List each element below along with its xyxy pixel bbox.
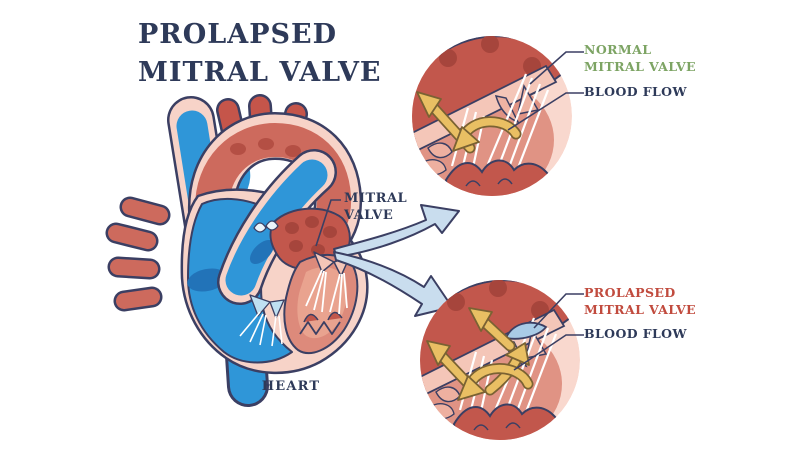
flow-arrowhead [426,340,451,366]
heart-illustration [105,94,369,407]
prolapsed-flow-arrows [426,307,534,401]
prolapsed-valve-label: PROLAPSED MITRAL VALVE [584,285,696,317]
leader-blood-flow-bottom [513,334,584,371]
flow-arrowhead [505,342,530,366]
page-title: PROLAPSED MITRAL VALVE [138,16,382,92]
flow-arrowhead [468,307,493,332]
valve-annulus-sheet [412,64,558,156]
prolapsed-valve-inset [410,279,580,446]
papillary-muscles [444,159,554,196]
heart-label: HEART [261,379,321,394]
mitral-chordae [305,269,348,315]
pulmonary-vessel-stubs [105,196,171,312]
fossa-ovalis [187,268,227,292]
tricuspid-valve [239,294,285,347]
blood-flow-label-normal: BLOOD FLOW [584,84,687,99]
flow-arrowhead [452,126,480,152]
flow-arrowhead [416,91,442,118]
pointer-arrow-to-normal-inset [333,204,460,258]
leader-normal-valve [529,51,584,85]
normal-valve-inset [416,91,522,154]
page-title-line2: MITRAL VALVE [138,57,382,88]
leader-blood-flow-top [507,92,584,131]
leader-mitral-valve [315,199,341,247]
zoom-pointer-arrows [333,204,460,317]
flow-arrowhead [457,375,486,401]
normal-valve-label: NORMAL MITRAL VALVE [584,42,696,74]
aortic-valve [253,220,279,233]
leader-lines [315,51,584,371]
blood-flow-label-prolapsed: BLOOD FLOW [584,326,687,341]
page-title-line1: PROLAPSED [138,19,337,50]
pointer-arrow-to-prolapsed-inset [333,251,453,317]
leader-prolapsed-valve [533,293,584,329]
mitral-valve-pointer-label: MITRAL VALVE [344,191,408,223]
normal-flow-arrows [416,91,522,154]
valve-leaflet [517,83,540,115]
